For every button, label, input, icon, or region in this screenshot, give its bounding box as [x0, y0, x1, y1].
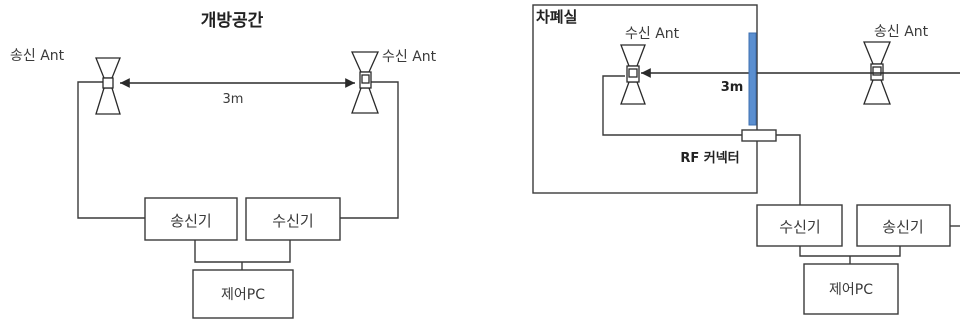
shield-wall: [748, 32, 757, 126]
rx-antenna-label: 수신 Ant: [382, 49, 437, 65]
connector-cable: [776, 134, 801, 205]
distance-label: 3m: [721, 80, 744, 95]
tx-antenna-icon: [863, 41, 891, 105]
transmitter-box: [856, 204, 951, 247]
transmitter-label: 송신기: [170, 212, 211, 230]
tx-antenna-icon: [95, 57, 121, 115]
shielded-room-box: [532, 4, 758, 194]
tx-antenna-label: 송신 Ant: [874, 24, 929, 40]
pc-bus-cable: [194, 240, 291, 263]
control-pc-label: 제어PC: [221, 287, 265, 303]
receiver-box: [245, 197, 341, 241]
open-space-title: 개방공간: [201, 11, 264, 31]
control-pc-box: [192, 269, 294, 319]
rx-antenna-label: 수신 Ant: [625, 26, 680, 42]
rf-connector-label: RF 커넥터: [680, 150, 739, 166]
open-space-diagram: 개방공간 3m 송신 Ant 수신 Ant 송신기 수신기 제어PC: [10, 11, 437, 319]
control-pc-label: 제어PC: [829, 282, 873, 298]
rx-antenna-icon: [620, 44, 646, 105]
rf-connector-icon: [741, 129, 777, 142]
pc-bus-cable: [799, 246, 901, 257]
rx-antenna-cable: [340, 81, 399, 219]
transmitter-box: [144, 197, 238, 241]
transmitter-label: 송신기: [882, 218, 923, 236]
rx-antenna-icon: [350, 51, 380, 114]
receiver-label: 수신기: [272, 212, 313, 230]
receiver-box: [756, 204, 843, 247]
control-pc-box: [803, 263, 899, 315]
distance-label: 3m: [223, 92, 244, 107]
shielded-room-label: 차폐실: [536, 8, 577, 26]
shielded-room-diagram: 차폐실 3m RF 커넥터 수신 Ant 송신 Ant: [532, 4, 960, 315]
tx-antenna-cable: [77, 81, 145, 219]
rx-antenna-cable: [602, 75, 742, 136]
receiver-label: 수신기: [779, 218, 820, 236]
tx-antenna-label: 송신 Ant: [10, 48, 65, 64]
